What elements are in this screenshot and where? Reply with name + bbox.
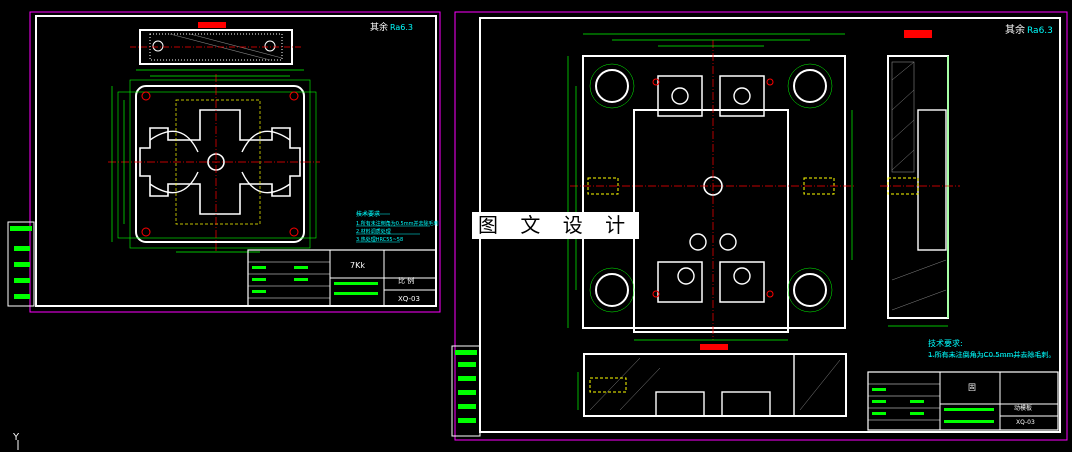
watermark-label: 图 文 设 计 [472, 212, 640, 239]
right-roughness-value: Ra6.3 [1027, 26, 1053, 36]
left-tech-req-line-2: 2.材料调质处理 [356, 229, 391, 235]
ucs-axis-label: Y [13, 432, 20, 443]
left-title-block [247, 249, 437, 307]
right-title-code: XQ-03 [1016, 419, 1035, 426]
right-plan-view [567, 33, 856, 341]
left-title-name: 7Kk [350, 261, 365, 270]
left-roughness-value: Ra6.3 [390, 23, 414, 32]
right-side-section-view [880, 30, 960, 327]
right-title-block [867, 371, 1059, 431]
left-tech-req-title: 技术要求 [356, 211, 381, 218]
right-tech-req-title: 技术要求: [928, 339, 963, 348]
left-plan-view [108, 69, 320, 253]
right-title-name: 固 [968, 383, 976, 392]
left-tech-req-line-3: 3.热处理HRC55~58 [356, 237, 404, 243]
left-revision-strip [7, 221, 35, 307]
left-top-section-view [130, 22, 302, 65]
left-tech-notes [356, 213, 430, 243]
right-tech-req-line-1: 1.所有未注倒角为C0.5mm并去除毛刺。 [928, 351, 1056, 359]
left-title-scale: 比 例 [398, 277, 415, 285]
right-revision-strip [451, 345, 481, 437]
right-bottom-section-view [577, 344, 847, 417]
left-sheet [7, 11, 441, 313]
left-tech-req-line-1: 1.所有未注倒角为0.5mm并去除毛刺 [356, 221, 439, 227]
right-title-part: 动模板 [1014, 405, 1033, 412]
left-title-code: XQ-03 [398, 295, 420, 303]
